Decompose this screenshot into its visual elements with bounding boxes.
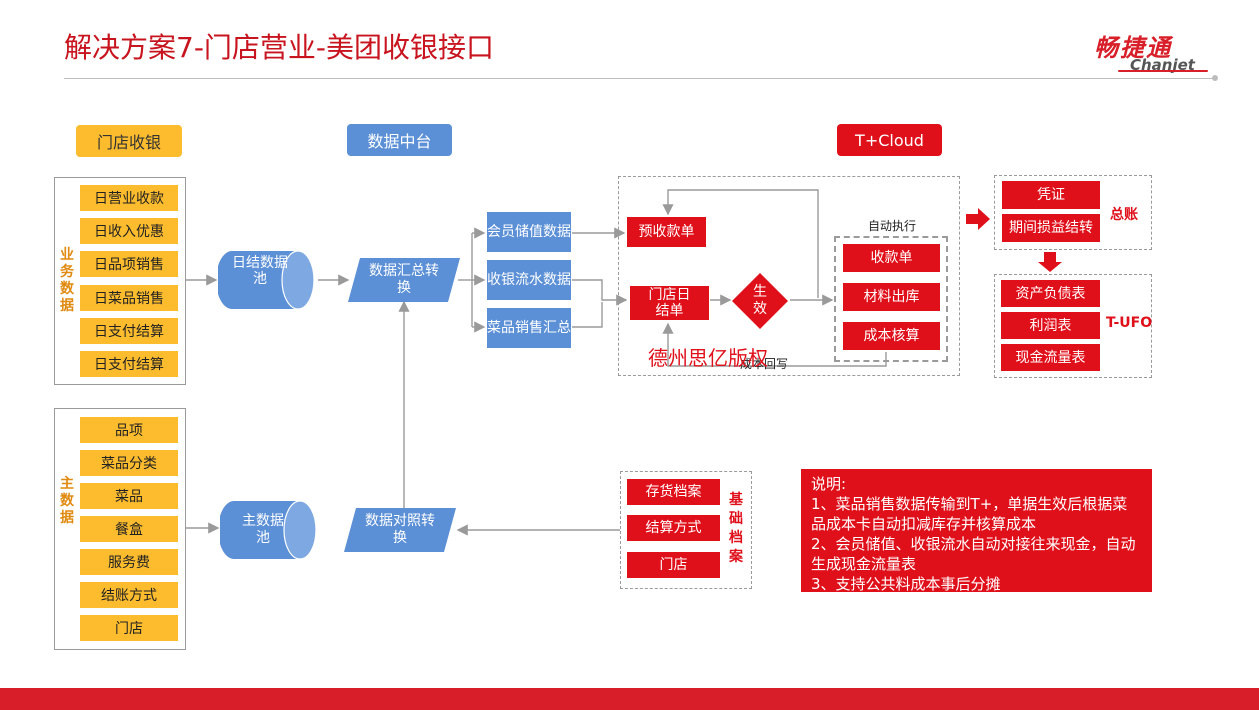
- voucher: 凭证: [1002, 181, 1100, 209]
- auto-exec-frame: [834, 236, 948, 362]
- summary-transform: 数据汇总转换: [348, 258, 460, 302]
- income-statement: 利润表: [1001, 312, 1100, 339]
- mapping-transform-label: 数据对照转换: [365, 513, 435, 546]
- mapping-transform: 数据对照转换: [344, 508, 456, 552]
- business-data-frame: [54, 177, 186, 385]
- balance-sheet: 资产负债表: [1001, 280, 1100, 307]
- notes-line: 1、菜品销售数据传输到T+，单据生效后根据菜品成本卡自动扣减库存并核算成本: [811, 495, 1128, 533]
- daily-data-pool: 日结数据池: [216, 250, 318, 310]
- effect-decision: 生效: [732, 273, 788, 329]
- section-store-pos: 门店收银: [76, 125, 182, 157]
- tufo-label: T-UFO: [1106, 315, 1153, 331]
- logo-english: Chanjet: [1130, 56, 1195, 74]
- business-data-item: 日支付结算: [80, 351, 178, 377]
- business-data-item: 日菜品销售: [80, 285, 178, 311]
- master-data-item: 门店: [80, 615, 178, 641]
- general-ledger-frame: [994, 175, 1152, 250]
- logo-chinese: 畅捷通: [1094, 34, 1172, 62]
- logo-swoosh: [1118, 70, 1208, 72]
- master-data-item: 菜品分类: [80, 450, 178, 476]
- section-tcloud: T+Cloud: [837, 124, 942, 156]
- auto-exec-label: 自动执行: [868, 219, 917, 233]
- receipt-voucher: 收款单: [843, 244, 940, 272]
- master-data-label: 主数据: [60, 476, 74, 526]
- parallelogram-shape: [348, 258, 460, 302]
- business-data-label: 业务数据: [60, 247, 74, 314]
- cylinder-shape: [218, 500, 317, 560]
- general-ledger-label: 总账: [1110, 207, 1138, 223]
- member-deposit-data: 会员储值数据: [487, 212, 571, 252]
- notes-panel: 说明: 1、菜品销售数据传输到T+，单据生效后根据菜品成本卡自动扣减库存并核算成…: [801, 469, 1152, 593]
- inventory-archive: 存货档案: [627, 479, 720, 505]
- cashier-flow-data: 收银流水数据: [487, 260, 571, 300]
- master-data-pool: 主数据池: [218, 500, 320, 560]
- notes-line: 3、支持公共料成本事后分摊: [811, 575, 1001, 593]
- tcloud-flow-frame: [618, 176, 960, 376]
- master-data-item: 品项: [80, 417, 178, 443]
- cylinder-shape: [216, 250, 315, 310]
- effect-decision-label: 生效: [753, 284, 767, 317]
- master-data-item: 菜品: [80, 483, 178, 509]
- section-data-center: 数据中台: [347, 124, 452, 156]
- notes-line: 2、会员储值、收银流水自动对接往来现金，自动生成现金流量表: [811, 535, 1136, 573]
- base-archive-frame: [620, 471, 752, 589]
- page-title: 解决方案7-门店营业-美团收银接口: [64, 31, 495, 64]
- master-data-item: 服务费: [80, 549, 178, 575]
- diamond-shape: [732, 273, 788, 329]
- notes-heading: 说明:: [811, 475, 847, 493]
- copyright-watermark: 德州思亿版权: [648, 346, 768, 370]
- store-archive: 门店: [627, 552, 720, 578]
- master-data-pool-label: 主数据池: [242, 513, 284, 546]
- footer-bar: [0, 688, 1259, 710]
- settlement-method: 结算方式: [627, 515, 720, 541]
- business-data-item: 日支付结算: [80, 318, 178, 344]
- title-divider-dot: [1212, 75, 1218, 81]
- tufo-frame: [994, 274, 1152, 378]
- business-data-item: 日收入优惠: [80, 218, 178, 244]
- material-outbound: 材料出库: [843, 283, 940, 311]
- cost-accounting: 成本核算: [843, 322, 940, 350]
- cash-flow-statement: 现金流量表: [1001, 344, 1100, 371]
- prepayment-voucher: 预收款单: [627, 217, 706, 247]
- store-daily-settlement: 门店日结单: [630, 286, 709, 320]
- parallelogram-shape: [344, 508, 456, 552]
- master-data-item: 结账方式: [80, 582, 178, 608]
- business-data-item: 日品项销售: [80, 251, 178, 277]
- store-daily-settlement-label: 门店日结单: [648, 287, 691, 319]
- cost-writeback-label: 成本回写: [740, 357, 789, 371]
- dish-sales-summary: 菜品销售汇总: [487, 308, 571, 348]
- daily-data-pool-label: 日结数据池: [232, 255, 288, 287]
- summary-transform-label: 数据汇总转换: [369, 263, 439, 296]
- master-data-frame: [54, 408, 186, 650]
- period-pl-carryover: 期间损益结转: [1002, 214, 1100, 242]
- master-data-item: 餐盒: [80, 516, 178, 542]
- business-data-item: 日营业收款: [80, 185, 178, 211]
- title-divider: [64, 78, 1214, 79]
- base-archive-label: 基础档案: [729, 492, 743, 565]
